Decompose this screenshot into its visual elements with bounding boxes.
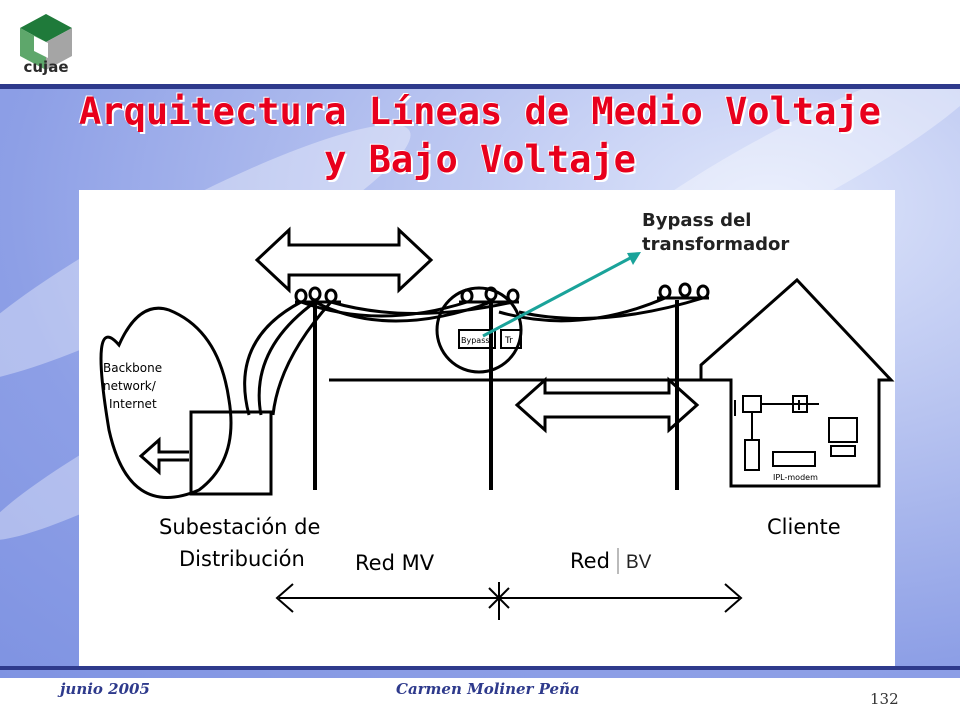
page-number: 132 (870, 690, 899, 708)
lv-wire (518, 296, 704, 320)
outlet (792, 395, 808, 413)
lv-span-arrow (514, 376, 700, 434)
insulator (658, 284, 672, 300)
header-rule (0, 84, 960, 89)
red-bv-label: Red (570, 549, 610, 573)
logo-text: cujae (23, 58, 69, 76)
cujae-logo (20, 14, 72, 70)
feeder-wire (271, 300, 333, 416)
insulator (696, 284, 710, 300)
bv-separator (617, 548, 619, 574)
substation-label-1: Subestación de (159, 515, 320, 539)
header-background (0, 0, 960, 88)
callout-arrow (482, 254, 635, 338)
modem-label: IPL-modem (773, 473, 818, 482)
modem-box (772, 451, 816, 467)
mv-span-arrow (254, 226, 434, 294)
network-diagram: Backbone network/ Internet Subestación d… (99, 226, 895, 620)
computer-monitor (828, 417, 858, 443)
ruler-left-end (275, 583, 294, 613)
footer-date: junio 2005 (60, 680, 150, 698)
insulator (484, 286, 498, 302)
cliente-label: Cliente (767, 515, 841, 539)
bv-label: BV (626, 552, 652, 573)
mv-wire (330, 300, 514, 315)
insulator (678, 282, 692, 298)
mv-wire (300, 300, 468, 318)
backbone-label-1: Backbone (103, 361, 162, 375)
plug (744, 439, 760, 471)
slide-title: Arquitectura Líneas de Medio Voltaje y B… (79, 90, 881, 181)
bypass-box-label: Bypass (461, 336, 490, 345)
ruler-right-end (724, 583, 743, 613)
backbone-cloud (99, 306, 233, 499)
callout-line-2: transformador (642, 234, 790, 255)
meter-box (742, 395, 762, 413)
footer-rule (0, 666, 960, 670)
red-mv-label: Red MV (355, 551, 435, 575)
transformer-box-label: Tr (504, 336, 513, 346)
callout-arrowhead (627, 252, 641, 265)
callout-line-1: Bypass del (642, 210, 752, 231)
insulator (308, 286, 322, 302)
substation-label-2: Distribución (179, 547, 305, 571)
diagram-panel: Backbone network/ Internet Subestación d… (79, 190, 895, 668)
insulator (294, 288, 308, 304)
computer-base (830, 445, 856, 457)
backbone-label-2: network/ (103, 379, 157, 393)
feeder-wire (243, 300, 302, 416)
backbone-label-3: Internet (109, 397, 157, 411)
bypass-callout: Bypass del transformador (642, 209, 789, 257)
footer-author: Carmen Moliner Peña (396, 680, 580, 698)
transformer-box (500, 329, 522, 349)
bv-label-box (617, 548, 677, 578)
bypass-box (458, 329, 496, 349)
client-house (699, 277, 895, 488)
feeder-wire (257, 300, 316, 416)
backbone-arrow (138, 436, 189, 476)
insulator (324, 288, 338, 304)
ruler-mark (488, 587, 510, 609)
